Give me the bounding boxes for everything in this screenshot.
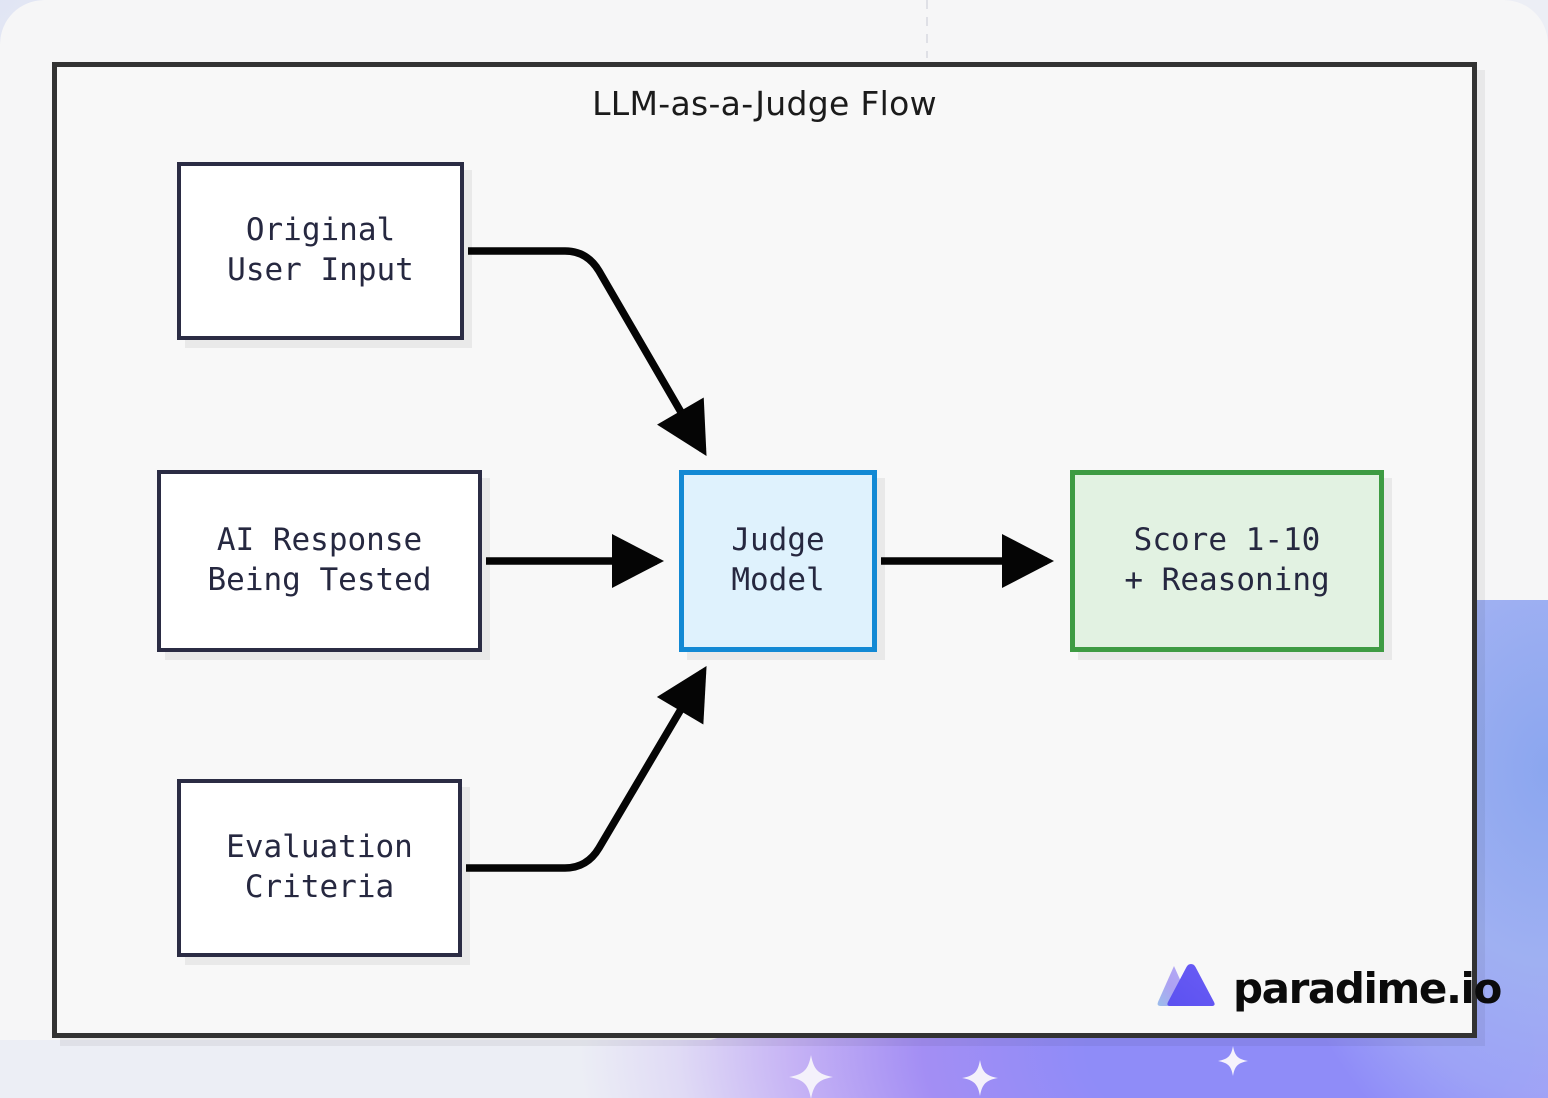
node-original-line2: User Input — [227, 252, 414, 288]
node-response-line1: AI Response — [216, 522, 423, 559]
diagram-title: LLM-as-a-Judge Flow — [592, 84, 937, 123]
node-ai-response-being-tested[interactable]: AI Response Being Tested — [157, 470, 482, 652]
node-judge-line2: Model — [731, 562, 825, 598]
sparkle-icon-1 — [789, 1055, 833, 1098]
node-evaluation-criteria[interactable]: Evaluation Criteria — [177, 779, 462, 957]
node-judge-line1: Judge — [731, 522, 825, 559]
node-criteria-line1: Evaluation — [226, 829, 413, 866]
edge-criteria-to-judge — [466, 665, 707, 872]
node-original-user-input[interactable]: Original User Input — [177, 162, 464, 340]
guide-line — [926, 0, 928, 58]
paradime-logo[interactable]: paradime.io — [1155, 960, 1502, 1016]
node-response-line2: Being Tested — [207, 562, 432, 598]
node-original-line1: Original — [245, 212, 396, 249]
paradime-wordmark: paradime.io — [1233, 963, 1502, 1013]
node-score-line1: Score 1-10 — [1133, 522, 1321, 559]
diagram-card: LLM-as-a-Judge Flow Original User Input … — [52, 62, 1502, 1038]
paradime-triangle-mark-icon — [1157, 964, 1215, 1006]
node-judge-model[interactable]: Judge Model — [679, 470, 877, 652]
sparkle-icon-3 — [1218, 1046, 1248, 1076]
node-score-line2: + Reasoning — [1124, 562, 1330, 598]
node-criteria-line2: Criteria — [244, 869, 395, 905]
node-score-and-reasoning[interactable]: Score 1-10 + Reasoning — [1070, 470, 1384, 652]
edge-original-to-judge — [468, 247, 707, 457]
sparkle-icon-2 — [962, 1060, 998, 1096]
